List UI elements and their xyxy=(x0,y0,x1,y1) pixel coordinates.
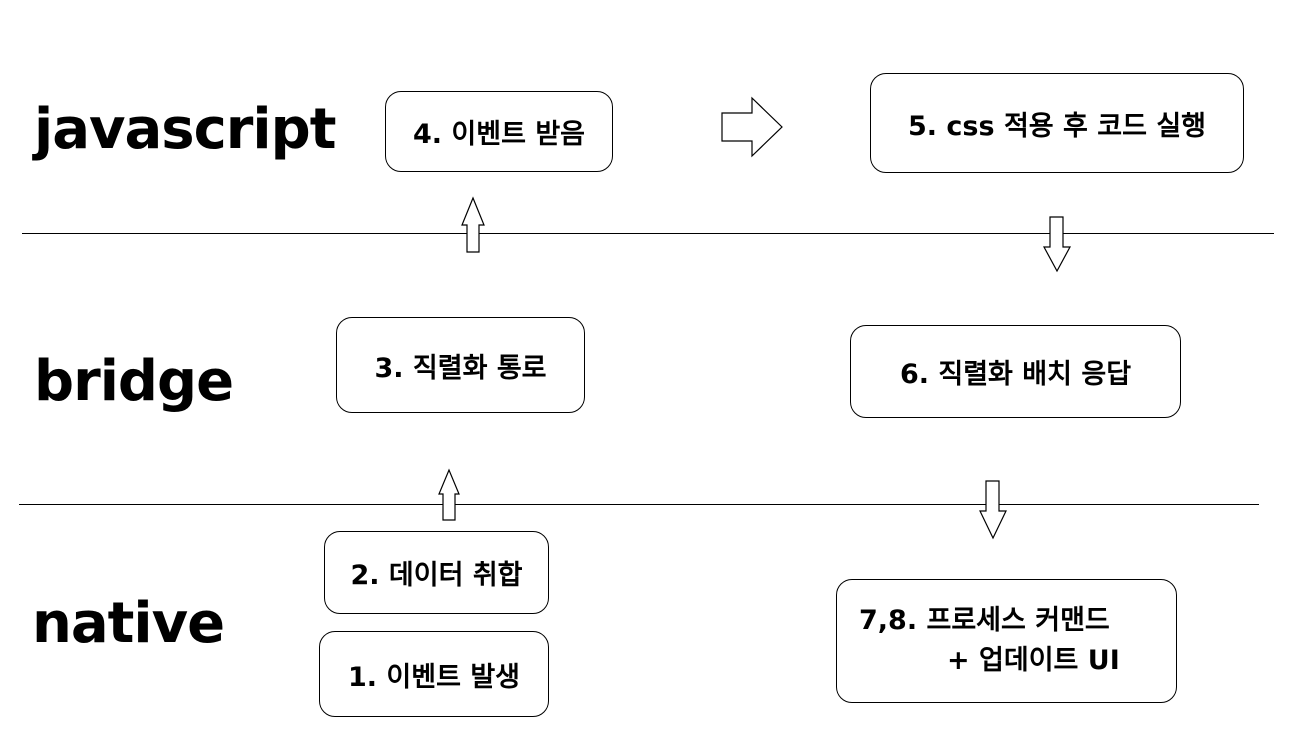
step-4-box: 4. 이벤트 받음 xyxy=(385,91,613,172)
arrow-right-step4-to-step5 xyxy=(721,96,783,158)
step-1-label: 1. 이벤트 발생 xyxy=(347,661,521,693)
layer-label-native: native xyxy=(32,591,225,656)
step-3-box: 3. 직렬화 통로 xyxy=(336,317,585,413)
step-2-box: 2. 데이터 취합 xyxy=(324,531,549,614)
arrow-up-bridge-to-javascript xyxy=(461,196,485,253)
arrow-up-native-to-bridge xyxy=(438,468,460,521)
arrow-down-javascript-to-bridge xyxy=(1042,216,1072,273)
layer-label-bridge: bridge xyxy=(34,349,234,414)
step-6-label: 6. 직렬화 배치 응답 xyxy=(899,359,1132,390)
step-2-label: 2. 데이터 취합 xyxy=(350,560,523,591)
divider-bridge-native xyxy=(19,504,1259,505)
step-7-8-label-line2: + 업데이트 UI xyxy=(947,645,1120,676)
step-5-label: 5. css 적용 후 코드 실행 xyxy=(907,110,1207,142)
arrow-down-bridge-to-native xyxy=(979,480,1007,540)
step-7-8-box: 7,8. 프로세스 커맨드 + 업데이트 UI xyxy=(836,579,1177,703)
layer-label-javascript: javascript xyxy=(34,97,336,162)
step-1-box: 1. 이벤트 발생 xyxy=(319,631,549,717)
step-7-8-label-line1: 7,8. 프로세스 커맨드 xyxy=(859,604,1110,636)
step-6-box: 6. 직렬화 배치 응답 xyxy=(850,325,1181,418)
step-5-box: 5. css 적용 후 코드 실행 xyxy=(870,73,1244,173)
step-3-label: 3. 직렬화 통로 xyxy=(374,352,547,384)
divider-javascript-bridge xyxy=(22,233,1274,234)
step-4-label: 4. 이벤트 받음 xyxy=(412,119,586,150)
